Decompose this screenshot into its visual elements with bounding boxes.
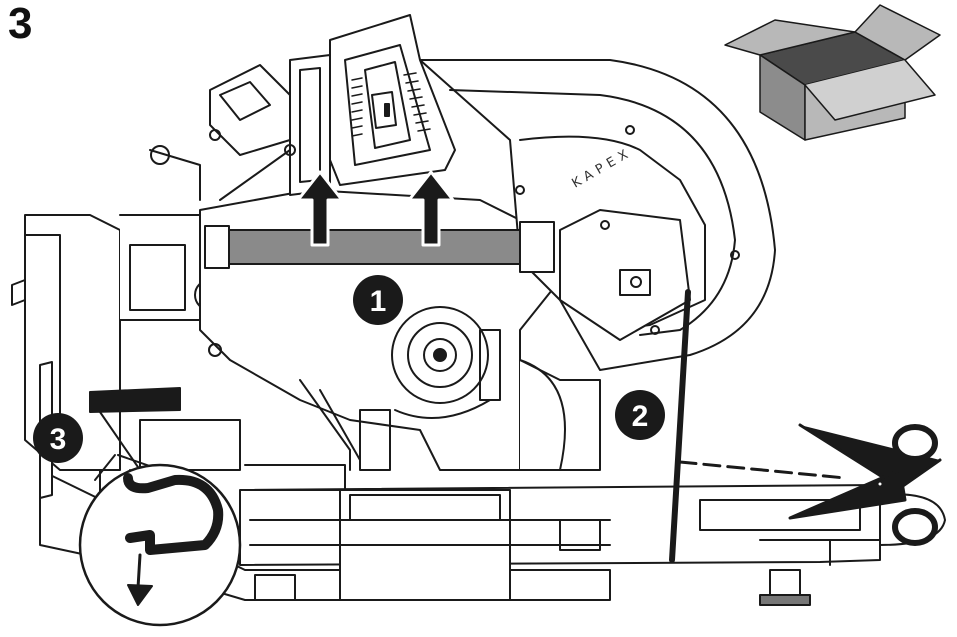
callout-1: 1 bbox=[353, 275, 403, 325]
transport-bar bbox=[204, 221, 555, 273]
magnifier-detail bbox=[78, 454, 242, 627]
lift-arrow-icon bbox=[296, 170, 455, 247]
callout-2-label: 2 bbox=[632, 400, 649, 433]
callout-3: 3 bbox=[33, 413, 83, 463]
strap-cut bbox=[669, 289, 847, 563]
cardboard-box-icon bbox=[724, 4, 941, 141]
rotate-arrow-icon bbox=[136, 553, 142, 590]
motor-vents bbox=[351, 72, 431, 137]
callout-2: 2 bbox=[615, 390, 665, 440]
callout-1-label: 1 bbox=[370, 285, 387, 318]
motor-head bbox=[149, 14, 456, 357]
step-number: 3 bbox=[8, 0, 33, 48]
callout-3-label: 3 bbox=[50, 423, 67, 456]
scissors-icon bbox=[788, 423, 942, 546]
